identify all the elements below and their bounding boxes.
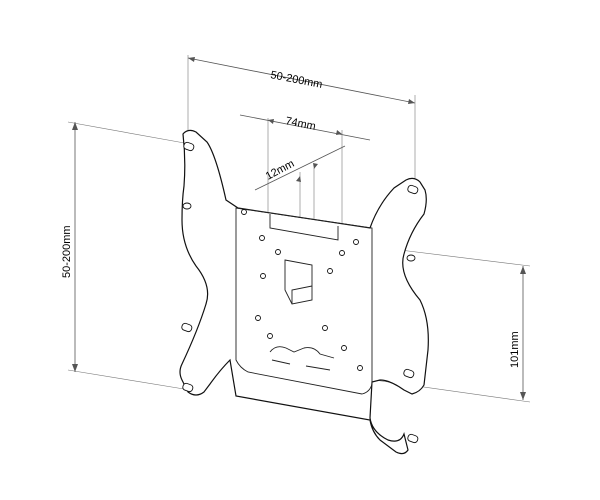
top-tab [269,214,339,241]
center-hook [284,259,313,305]
outer-bracket [179,129,429,455]
dimension-left-height: 50-200mm [61,121,191,391]
bottom-hinge [269,346,335,359]
dimension-hole-spacing: 74mm [239,114,371,230]
left-height-label: 50-200mm [61,225,73,278]
hole-spacing-label: 74mm [284,115,316,133]
inner-offset-label: 12mm [264,158,297,183]
mounting-holes [181,141,419,444]
depth-label: 101mm [509,331,521,368]
top-width-label: 50-200mm [269,69,323,91]
center-plate [235,207,373,395]
mounting-plate [179,129,429,455]
